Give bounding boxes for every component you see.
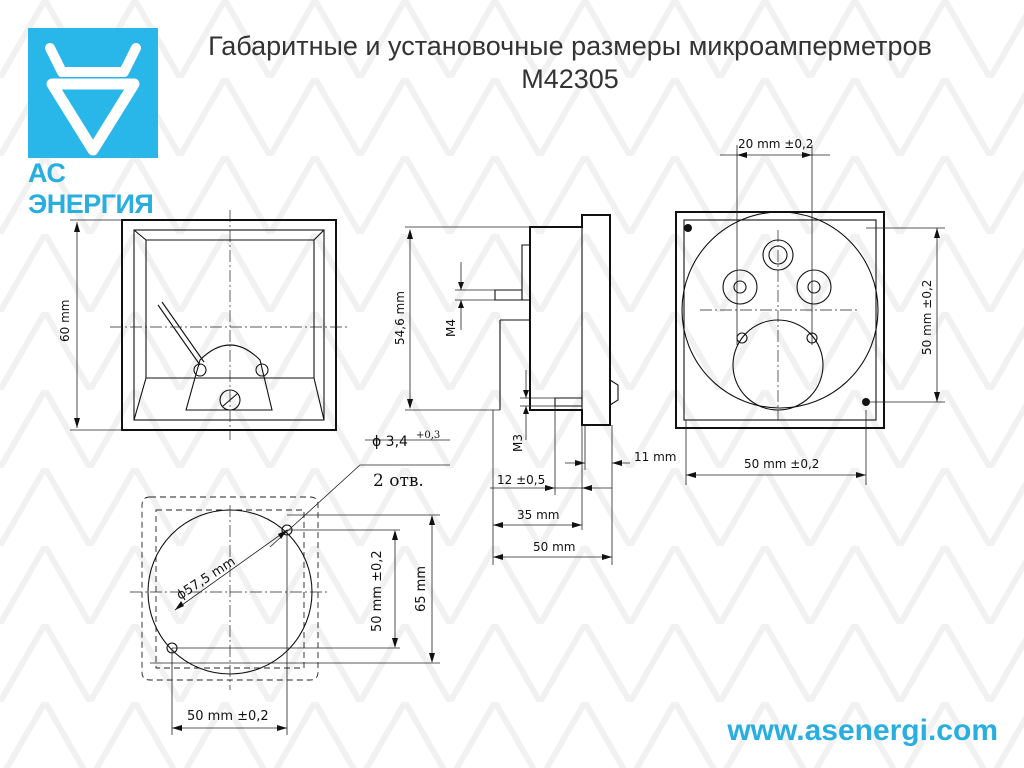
title-line-2: М42305 [521,64,619,94]
logo-triangle-icon [45,43,141,156]
back-vertical-label: 50 mm ±0,2 [920,280,934,355]
cutout-vertical-50-label: 50 mm ±0,2 [370,550,385,632]
company-logo [28,28,158,158]
panel-cutout: ϕ 3,4 +0,3 2 отв. ϕ57,5 mm 50 mm ±0,2 65… [130,430,450,735]
cutout-vertical-65-label: 65 mm [414,566,429,612]
dim-35-label: 35 mm [517,508,559,522]
front-view: 60 mm [58,210,350,440]
back-view: 20 mm ±0,2 50 mm ±0,2 50 mm ±0,2 [675,137,945,485]
front-height-label: 60 mm [58,300,72,342]
m4-label: M4 [444,319,458,337]
side-view: 54,6 mm M4 M3 11 mm 12 ±0,5 35 mm 50 mm [393,214,676,565]
m3-label: M3 [511,434,525,452]
dim-12-label: 12 ±0,5 [497,473,545,487]
website-link[interactable]: www.asenergi.com [727,714,998,747]
dim-11-label: 11 mm [634,450,676,464]
logo-text: АС ЭНЕРГИЯ [28,158,154,219]
page-title: Габаритные и установочные размеры микроа… [160,30,980,96]
hole-tolerance-label: +0,3 [416,430,440,441]
back-top-label: 20 mm ±0,2 [738,137,813,151]
back-bottom-label: 50 mm ±0,2 [744,457,819,471]
title-line-1: Габаритные и установочные размеры микроа… [208,31,932,61]
cutout-bottom-label: 50 mm ±0,2 [187,709,269,724]
cutout-diameter-label: ϕ57,5 mm [174,554,238,603]
hole-diameter-label: ϕ 3,4 [372,434,408,450]
dim-50-label: 50 mm [533,540,575,554]
hole-count-label: 2 отв. [373,471,424,491]
side-height-label: 54,6 mm [393,291,407,345]
